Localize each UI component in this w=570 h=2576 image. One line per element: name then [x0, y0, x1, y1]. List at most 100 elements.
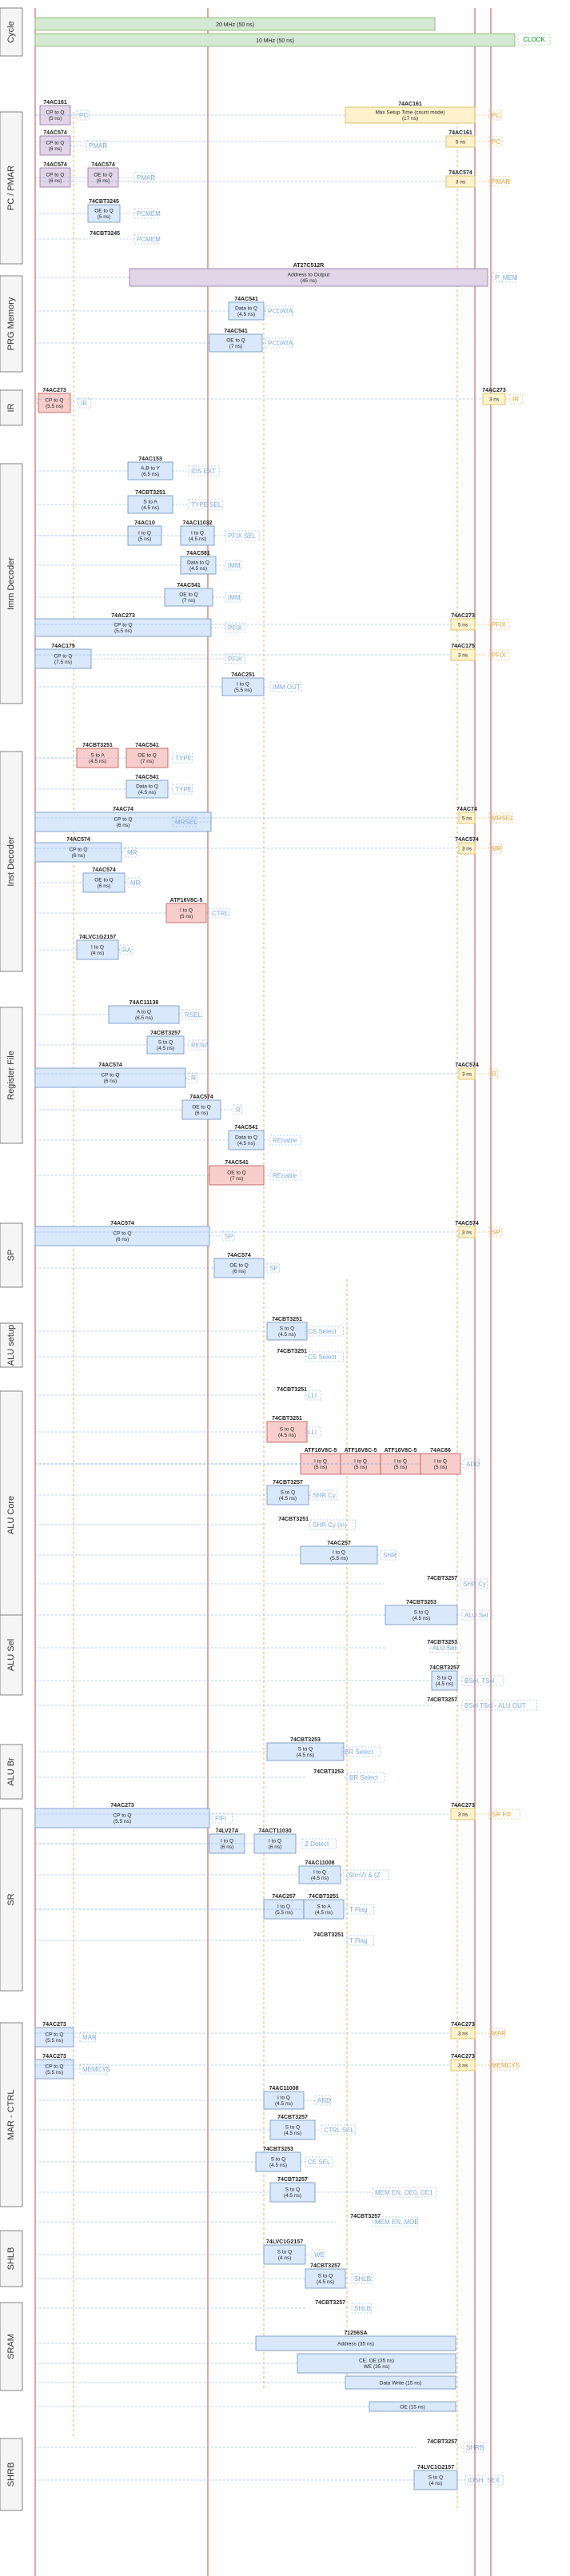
signal-label: SHR Cy — [313, 1492, 336, 1499]
chip-name: 74AC273 — [42, 2054, 66, 2060]
chip-name: 74CBT3251 — [278, 1517, 309, 1522]
delay-box — [34, 1226, 210, 1246]
delay-box — [305, 2268, 346, 2289]
delay-label: I to Q — [354, 1459, 367, 1465]
signal-label-box — [346, 1935, 374, 1946]
chip-name: 74CBT3253 — [290, 1737, 321, 1743]
signal-label: AND — [317, 2097, 331, 2104]
chip-name: 74AC257 — [272, 1894, 296, 1900]
section-label-shrb: SHRB — [6, 2462, 16, 2487]
chip-name: 74AC11138 — [130, 1000, 159, 1006]
chip-name: 74AC273 — [110, 1803, 134, 1808]
chip-name: 74CBT3257 — [427, 1576, 457, 1581]
signal-label-box — [79, 2032, 97, 2043]
signal-label-box — [309, 1489, 337, 1501]
chip-name: 74AC161 — [43, 100, 67, 106]
signal-label-box — [127, 877, 141, 888]
chip-name: 74AC273 — [451, 613, 475, 619]
signal-label: PC — [492, 112, 500, 119]
delay-label: (4.5 ns) — [284, 2131, 301, 2136]
delay-label: (7 ns) — [141, 759, 154, 764]
signal-label-box — [134, 172, 154, 183]
delay-label: S to A — [90, 753, 105, 759]
chip-name: 74AC574 — [189, 1095, 213, 1100]
signal-label-box — [233, 1104, 242, 1115]
chip-name: 74AC74 — [113, 807, 134, 812]
signal-label: IR — [81, 400, 87, 407]
signal-label: PCDATA — [268, 340, 293, 347]
section-alu_br — [0, 1744, 23, 1800]
signal-label: IDS EXT — [191, 468, 216, 475]
signal-label: SP — [269, 1265, 278, 1272]
chip-name: 74CBT3257 — [350, 2214, 381, 2219]
chip-name: 74CBT3251 — [82, 743, 113, 748]
delay-label: (5.5 ns) — [330, 1556, 348, 1561]
clock-header: 20 MHz (50 ns) 10 MHz (50 ns) CLOCK — [34, 17, 551, 47]
chip-name: 74CBT3253 — [406, 1600, 436, 1605]
section-label-inst: Inst Decoder — [6, 836, 16, 887]
delay-label: CP to Q — [46, 173, 64, 178]
chip-name: 74CBT3257 — [310, 2263, 341, 2269]
chip-name: 74LV27A — [215, 1828, 238, 1834]
section-ir — [0, 389, 23, 426]
delay-label: 3 ns — [462, 1071, 472, 1077]
signal-label-box — [488, 176, 509, 187]
clock-bar-10mhz — [34, 33, 516, 47]
signal-label-box — [464, 2474, 504, 2486]
delay-label: 5 ns — [462, 815, 472, 821]
delay-label: I to Q — [277, 1904, 290, 1910]
section-label-shlb: SHLB — [6, 2247, 16, 2271]
signal-label-box — [134, 233, 158, 245]
signal-label: PFIX — [492, 652, 506, 659]
delay-box — [345, 2375, 456, 2390]
signal-label-box — [488, 2028, 506, 2039]
signal-label: R — [191, 1075, 196, 1082]
signal-label-box — [188, 465, 220, 477]
signal-label-box — [346, 1772, 385, 1783]
delay-label: 3 ns — [456, 179, 466, 185]
signal-label: SHR Cy — [463, 1581, 486, 1588]
chip-name: 74AC273 — [451, 2022, 475, 2028]
chip-name: 74CBT3251 — [277, 1349, 307, 1354]
signal-label-box — [265, 337, 293, 349]
delay-label: I to Q — [191, 531, 204, 536]
signal-label: R — [236, 1107, 241, 1114]
chip-name: 74CBT3251 — [313, 1932, 344, 1938]
chip-name: 74AC541 — [177, 583, 201, 588]
delay-label: CP to Q — [45, 2032, 63, 2038]
signal-label: MR — [130, 879, 141, 887]
delay-label: (6 ns) — [233, 1269, 246, 1274]
delay-label: Address to Output — [288, 273, 330, 278]
chip-name: 74CBT3257 — [427, 2439, 457, 2445]
signal-label-box — [372, 2216, 418, 2227]
section-sp — [0, 1222, 23, 1288]
signal-label: IMM — [228, 562, 241, 569]
delay-label: (6 ns) — [97, 178, 110, 184]
chip-name: 74CBT3257 — [277, 2115, 308, 2120]
signal-label: SP — [225, 1233, 233, 1240]
delay-label: (4.5 ns) — [297, 1753, 314, 1758]
signal-label-box — [309, 1519, 356, 1530]
signal-label-box — [225, 530, 261, 541]
delay-label: (4.5 ns) — [269, 2163, 287, 2168]
delay-label: 3 ns — [458, 2063, 468, 2068]
signal-label-box — [188, 1072, 197, 1083]
signal-label: SHR — [383, 1552, 397, 1559]
signal-label-box — [79, 2064, 107, 2075]
chip-name: 74AC273 — [111, 613, 135, 619]
